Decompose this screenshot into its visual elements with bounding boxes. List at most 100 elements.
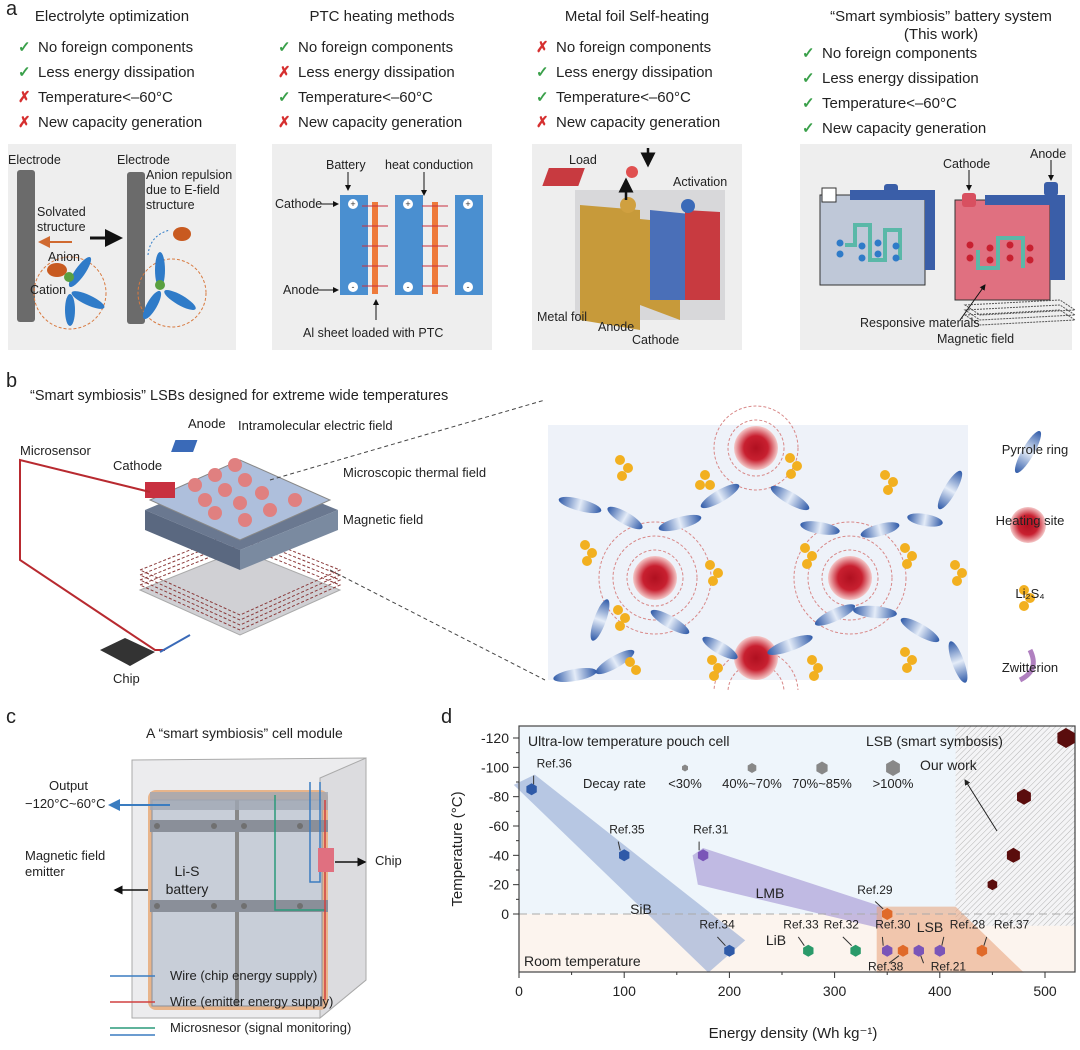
electrode-label: Electrode: [117, 153, 170, 167]
column-title: “Smart symbiosis” battery system: [830, 8, 1052, 25]
intramolecular-field-label: Intramolecular electric field: [238, 418, 393, 433]
heat-conduction-label: heat conduction: [385, 158, 474, 172]
criterion-item: ✓Less energy dissipation: [18, 63, 195, 81]
criterion-text: New capacity generation: [298, 114, 463, 131]
cross-icon: ✗: [536, 114, 549, 131]
legend-microsensor: Microsnesor (signal monitoring): [170, 1020, 352, 1035]
solvated-structure-label: Solvated structure: [37, 205, 86, 234]
data-point-our-work: [1017, 788, 1031, 805]
x-tick-label: 200: [718, 983, 742, 999]
criterion-text: No foreign components: [38, 39, 194, 56]
decay-rate-title: Decay rate: [583, 776, 646, 791]
panel-a-label: a: [6, 0, 18, 20]
check-icon: ✓: [802, 120, 815, 137]
check-icon: ✓: [18, 64, 31, 81]
criterion-item: ✓Temperature<–60°C: [802, 94, 957, 112]
column-title: Metal foil Self-heating: [564, 8, 710, 25]
criterion-item: ✗Less energy dissipation: [278, 63, 455, 81]
base-plate: [138, 549, 342, 636]
x-tick-label: 500: [1033, 983, 1057, 999]
criterion-text: Temperature<–60°C: [556, 89, 691, 106]
cathode-label: Cathode: [943, 157, 991, 171]
ref-label: Ref.34: [699, 918, 735, 932]
data-point-lsb: [976, 944, 988, 957]
criterion-item: ✓Less energy dissipation: [536, 63, 713, 81]
cross-icon: ✗: [18, 89, 31, 106]
data-point-our-work: [987, 879, 998, 891]
group-label-lib: LiB: [766, 932, 786, 948]
battery-label: Battery: [326, 158, 366, 172]
ref-label: Ref.21: [931, 960, 967, 974]
ref-leader-line: [797, 936, 805, 946]
criterion-text: No foreign components: [822, 45, 978, 62]
criterion-item: ✓Temperature<–60°C: [278, 88, 433, 106]
cation-label: Cation: [30, 283, 67, 297]
panel-d-label: d: [441, 706, 453, 728]
legend-heating-site-icon: [1010, 507, 1046, 543]
legend-li2s4-icon: [1019, 585, 1035, 611]
metal-foil-label: Metal foil: [537, 310, 588, 324]
anode-label: Anode: [188, 416, 226, 431]
criterion-text: New capacity generation: [38, 114, 203, 131]
svg-text:-: -: [407, 282, 410, 292]
panel-c-graphics: [108, 757, 367, 1036]
svg-text:+: +: [405, 199, 410, 209]
x-tick-label: 400: [928, 983, 952, 999]
al-sheet-label: Al sheet loaded with PTC: [303, 326, 444, 340]
ref-label: Ref.36: [537, 756, 573, 770]
room-temperature-label: Room temperature: [524, 953, 641, 969]
y-axis-label: Temperature (°C): [449, 791, 466, 906]
solvation-shell: [33, 256, 107, 330]
decay-legend-marker: [682, 764, 688, 772]
ref-label: Ref.35: [609, 822, 645, 836]
repelled-anion: [173, 227, 191, 241]
data-point-lsb: [882, 908, 893, 920]
data-point-lsb: [897, 944, 909, 957]
y-tick-label: -40: [489, 847, 509, 863]
magnetic-field-label: Magnetic field: [343, 512, 424, 527]
lmb-band: [692, 848, 882, 929]
anode-label: Anode: [1030, 147, 1067, 161]
data-point-sib: [526, 783, 537, 796]
panel-c-label: c: [6, 706, 16, 728]
thermal-field-label: Microscopic thermal field: [343, 465, 487, 480]
criterion-text: Less energy dissipation: [822, 70, 979, 87]
ref-label: Ref.30: [875, 918, 911, 932]
data-point-sib: [724, 944, 735, 957]
data-point-lmb: [913, 944, 924, 957]
criterion-item: ✗New capacity generation: [18, 113, 202, 131]
anode-label: Anode: [283, 283, 320, 297]
our-work-label: Our work: [920, 757, 978, 773]
data-point-lib: [803, 944, 814, 957]
data-point-our-work: [1057, 728, 1075, 748]
criterion-text: Temperature<–60°C: [298, 89, 433, 106]
legend-zwitterion-icon: [1018, 648, 1036, 683]
x-tick-label: 100: [613, 983, 637, 999]
our-work-arrow: [964, 779, 998, 832]
column-subtitle: (This work): [903, 26, 979, 43]
check-icon: ✓: [536, 64, 549, 81]
check-icon: ✓: [802, 70, 815, 87]
ref-leader-line: [617, 841, 621, 851]
y-tick-label: -120: [481, 730, 509, 746]
legend-zwitterion: Zwitterion: [1001, 660, 1059, 675]
y-tick-label: 0: [501, 906, 509, 922]
decay-legend-label: <30%: [668, 776, 702, 791]
ref-label: Ref.28: [950, 918, 986, 932]
criterion-item: ✓No foreign components: [18, 38, 193, 56]
criterion-item: ✓No foreign components: [802, 44, 977, 62]
ref-leader-line: [920, 955, 925, 964]
panel-b-title: “Smart symbiosis” LSBs designed for extr…: [30, 388, 449, 404]
group-label-lsb: LSB: [917, 919, 943, 935]
ref-label: Ref.37: [994, 918, 1030, 932]
criterion-text: Less energy dissipation: [298, 64, 455, 81]
decay-legend-label: >100%: [873, 776, 914, 791]
panel-b-graphics: [19, 400, 1046, 690]
output-label: Output: [49, 778, 89, 793]
criterion-text: Temperature<–60°C: [822, 95, 957, 112]
check-icon: ✓: [536, 89, 549, 106]
chip-label: Chip: [113, 671, 140, 686]
x-tick-label: 0: [515, 983, 523, 999]
data-point-lmb: [934, 944, 945, 957]
temperature-range-label: −120°C~60°C: [25, 796, 106, 811]
